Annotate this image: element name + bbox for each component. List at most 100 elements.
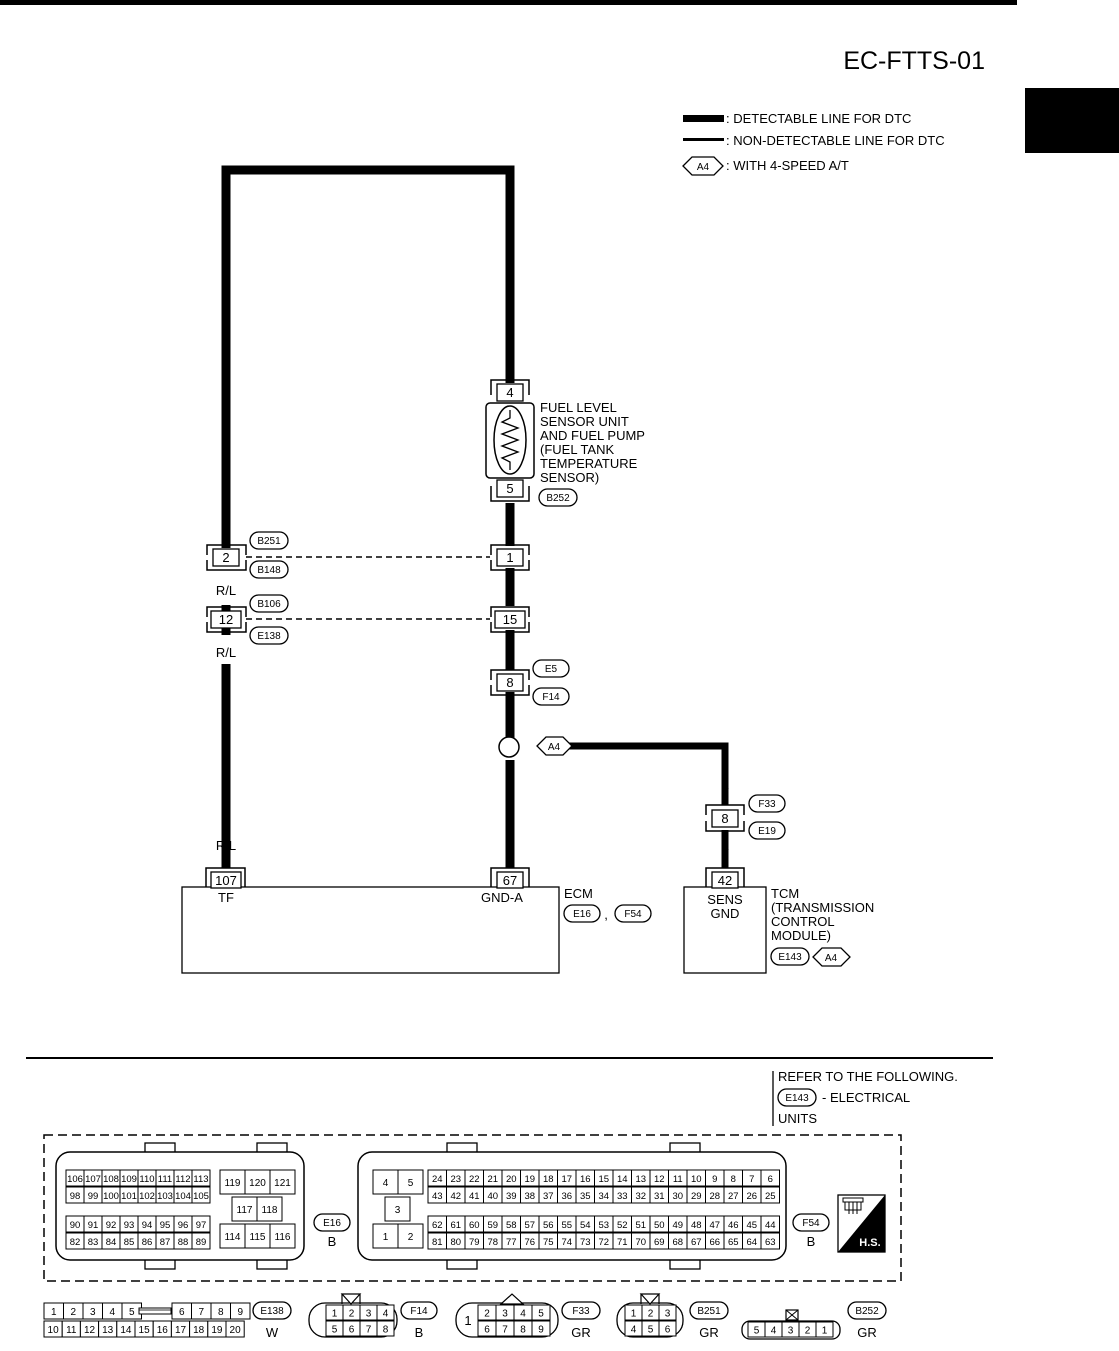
fuel-level-sensor: 4 5 FUEL LEVEL SENSOR UNIT AND FUEL PUMP…	[485, 379, 645, 507]
f54-pin-36: 36	[561, 1191, 572, 1202]
sensor-label-2: SENSOR UNIT	[540, 414, 629, 429]
f33-pin-8: 8	[520, 1325, 526, 1336]
f54-pin-66: 66	[709, 1237, 720, 1248]
f54-pin-48: 48	[691, 1220, 702, 1231]
f14-pin-1: 1	[332, 1309, 338, 1320]
e16-pin-88: 88	[178, 1237, 189, 1248]
ecm-conn1: E16	[573, 909, 591, 920]
sensor-label-3: AND FUEL PUMP	[540, 428, 645, 443]
f54-pin-27: 27	[728, 1191, 739, 1202]
f54-pin-34: 34	[598, 1191, 609, 1202]
j2-right-pin: 15	[503, 612, 517, 627]
ecm-conn2-oval	[614, 904, 652, 923]
j2-right-bracket-top	[490, 606, 530, 617]
section-divider	[26, 1057, 993, 1059]
f54-label: F54	[802, 1218, 820, 1229]
e138-pin-5: 5	[129, 1307, 135, 1318]
hs-badge: H.S.	[837, 1194, 886, 1253]
ecm-gnd-pin-box	[496, 871, 524, 889]
b251-label: B251	[697, 1306, 721, 1317]
b251-pin-5: 5	[648, 1325, 654, 1336]
j1-lower-conn: B148	[257, 565, 281, 576]
e16-pin-121: 121	[274, 1178, 291, 1189]
j1-right-pin: 1	[506, 550, 513, 565]
ecm-unit: 107 TF 67 GND-A ECM E16 , F54	[181, 867, 652, 974]
j1-left-pin: 2	[222, 550, 229, 565]
j4-lower-oval	[748, 821, 786, 840]
tcm-pin-bracket	[705, 867, 745, 887]
b251-pin-1: 1	[631, 1309, 637, 1320]
e138-label-oval	[252, 1301, 292, 1320]
f54-pin-2-cell	[397, 1223, 424, 1249]
f54-pin-31: 31	[654, 1191, 665, 1202]
f54-pin-21: 21	[487, 1174, 498, 1185]
tcm-option-tag	[812, 947, 851, 967]
e138-pin-7: 7	[198, 1307, 204, 1318]
f54-pin-33: 33	[617, 1191, 628, 1202]
j1-right-bracket-bottom	[490, 560, 530, 571]
wire-color-b-4: B	[506, 707, 515, 722]
f54-pin-68: 68	[672, 1237, 683, 1248]
e16-pin-118-cell	[256, 1196, 283, 1222]
f54-pin-13: 13	[635, 1174, 646, 1185]
wire-color-rl-2: R/L	[216, 645, 236, 660]
e16-pin-117-cell	[231, 1196, 258, 1222]
f54-pin-55: 55	[561, 1220, 572, 1231]
legend-non-detectable: : NON-DETECTABLE LINE FOR DTC	[726, 133, 945, 148]
e16-label-oval	[313, 1213, 351, 1232]
e16-pin-85: 85	[124, 1237, 135, 1248]
f54-pin-30: 30	[672, 1191, 683, 1202]
b252-pin-3: 3	[788, 1326, 794, 1337]
f14-pin-3: 3	[366, 1309, 372, 1320]
joint-f33-e19: 8 F33 E19	[705, 794, 786, 840]
f54-pin-63-cell	[760, 1232, 780, 1250]
e138-pin-19: 19	[211, 1325, 223, 1336]
f54-pin-16: 16	[580, 1174, 591, 1185]
e16-pin-108: 108	[103, 1174, 119, 1185]
e138-label: E138	[260, 1306, 284, 1317]
j2-right-bracket-bottom	[490, 622, 530, 633]
j1-left-bracket-top	[206, 544, 247, 555]
wire-color-labels: R/L R/L R/L B B B B B B B	[216, 517, 729, 855]
f54-pin-73: 73	[580, 1237, 591, 1248]
f54-pin-5-cell	[397, 1169, 424, 1195]
j2-right-pin-box	[494, 610, 526, 629]
j2-upper-conn: B106	[257, 599, 281, 610]
f14-key	[340, 1293, 362, 1305]
f54-pin-1: 1	[383, 1232, 389, 1243]
e16-pin-82: 82	[70, 1237, 81, 1248]
b251-pin-3: 3	[665, 1309, 671, 1320]
f54-pin-37: 37	[543, 1191, 554, 1202]
ecm-tf-bracket	[205, 867, 246, 887]
b252-pin-1: 1	[822, 1326, 828, 1337]
e138-pin-18: 18	[193, 1325, 205, 1336]
j3-lower-conn: F14	[542, 692, 560, 703]
f54-pin-60: 60	[469, 1220, 480, 1231]
e16-pin-120: 120	[249, 1178, 266, 1189]
f54-pin-47: 47	[709, 1220, 720, 1231]
wire-color-b-6: B	[721, 779, 730, 794]
tcm-name-3: CONTROL	[771, 914, 835, 929]
page-id: EC-FTTS-01	[843, 47, 985, 75]
legend-thin-line	[683, 138, 724, 141]
e16-pin-86: 86	[142, 1237, 153, 1248]
j2-lower-oval	[249, 626, 289, 645]
j3-pin-box	[496, 673, 524, 692]
f54-pin-44: 44	[765, 1220, 776, 1231]
tcm-pin: 42	[718, 873, 732, 888]
b251-pin-6-cell	[658, 1320, 677, 1337]
e16-pin-89-cell	[191, 1232, 211, 1250]
f54-pin-25: 25	[765, 1191, 776, 1202]
ecm-conn1-oval	[563, 904, 601, 923]
f54-pin-61: 61	[450, 1220, 461, 1231]
e138-pin-8: 8	[218, 1307, 224, 1318]
f33-pin-6: 6	[484, 1325, 490, 1336]
splice-point	[498, 736, 520, 758]
sensor-element	[493, 405, 527, 475]
j4-pin-box	[711, 809, 739, 828]
e16-color: B	[328, 1234, 337, 1249]
f54-pin-9: 9	[712, 1174, 717, 1185]
f54-pin-80: 80	[450, 1237, 461, 1248]
